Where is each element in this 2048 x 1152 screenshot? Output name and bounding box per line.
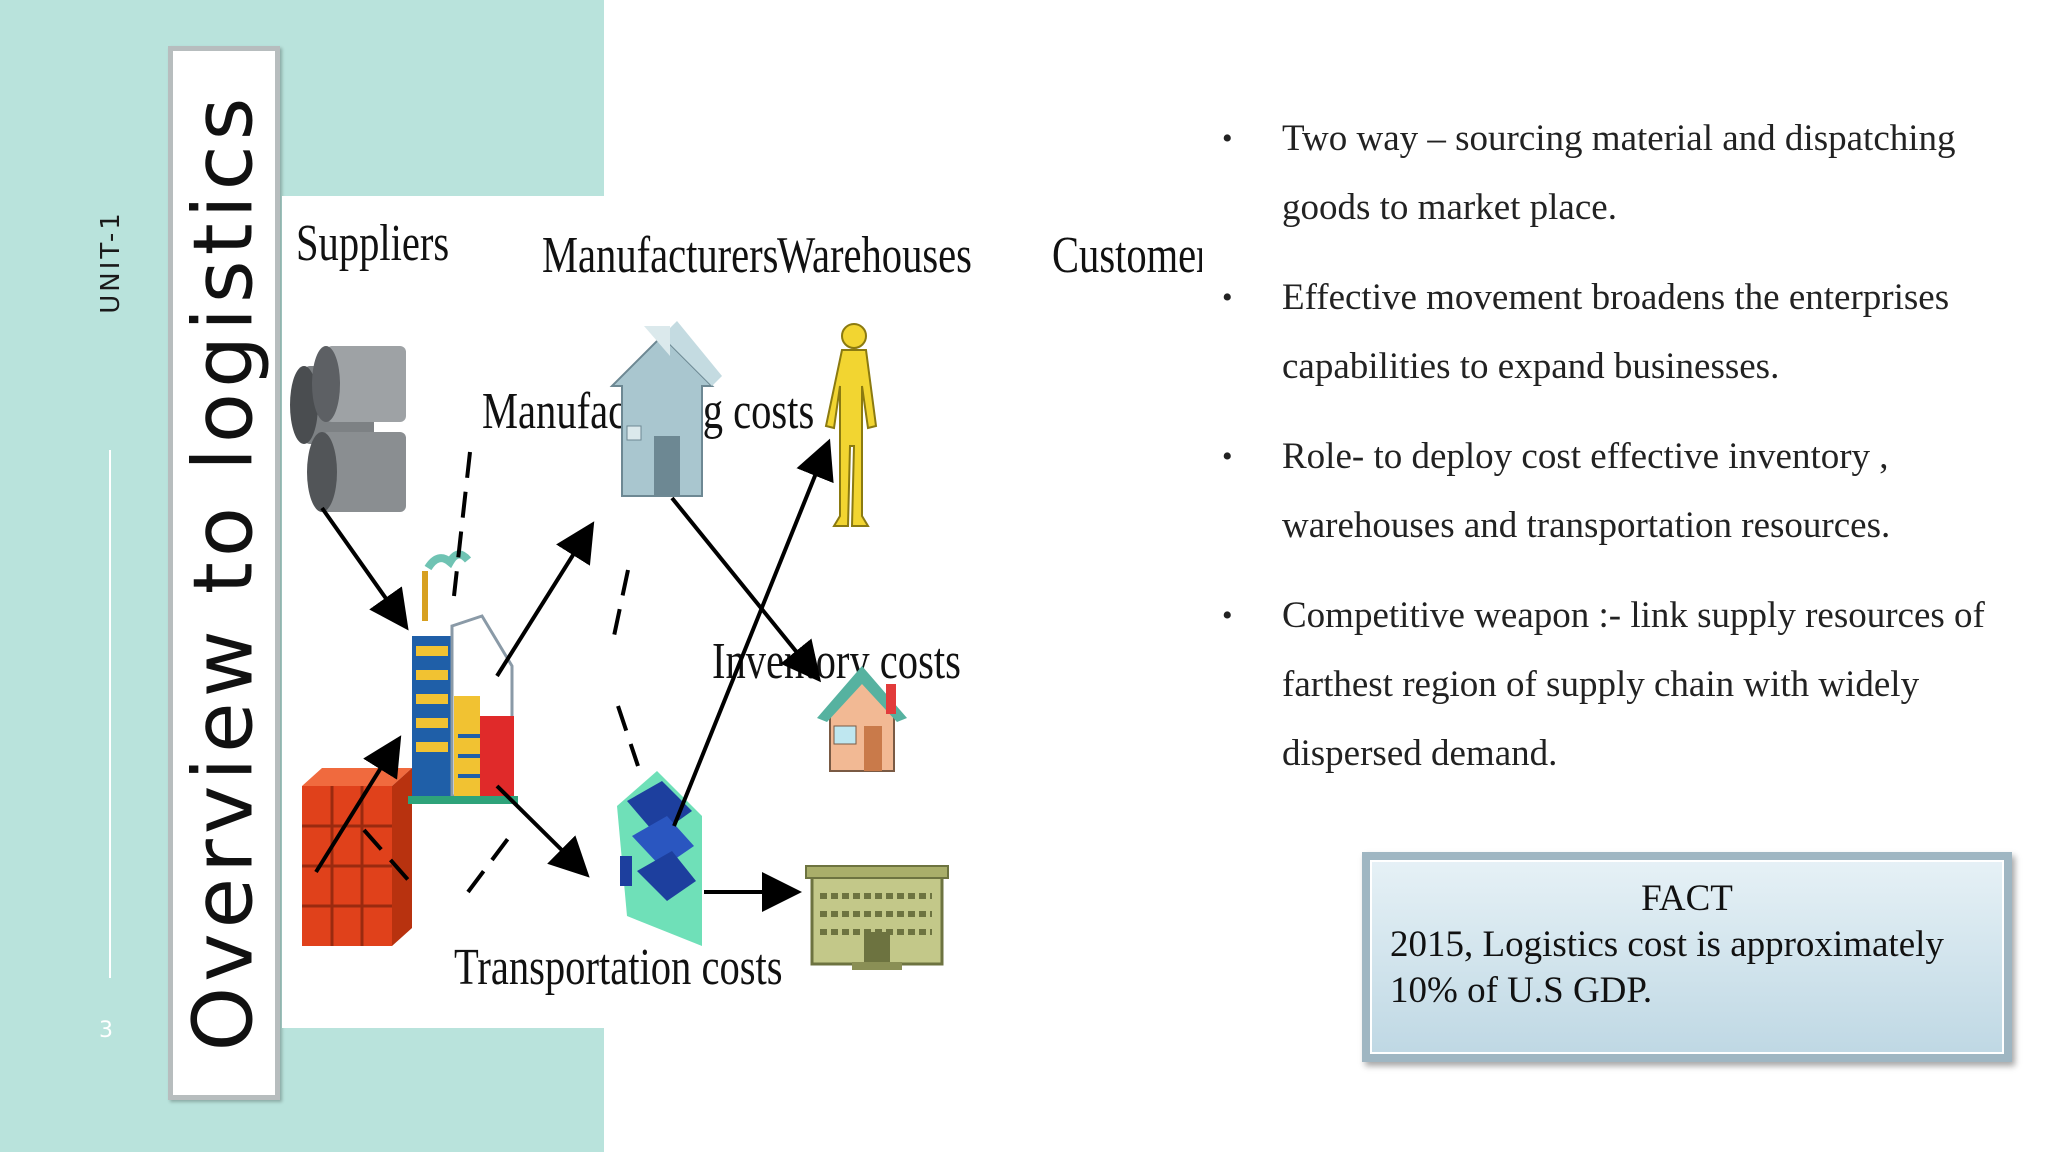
pipes-icon (290, 346, 406, 512)
bricks-icon (302, 768, 412, 946)
bullet-text: Competitive weapon :- link supply resour… (1282, 595, 1985, 774)
sidebar-divider (109, 450, 111, 978)
bullet-item: • Two way – sourcing material and dispatc… (1222, 104, 2022, 242)
flow-arrows (314, 438, 834, 912)
customer-house-icon (817, 666, 907, 772)
logistics-diagram: Suppliers Manufacturers Warehouses Custo… (282, 196, 1202, 1028)
bullet-item: • Competitive weapon :- link supply resou… (1222, 581, 2022, 788)
bullet-dot: • (1222, 440, 1233, 473)
fact-title: FACT (1641, 878, 1733, 919)
bullet-item: • Role- to deploy cost effective inventor… (1222, 422, 2022, 560)
bullet-text: Effective movement broadens the enterpri… (1282, 277, 1950, 387)
cost-dashed-lines (362, 451, 640, 894)
bullet-dot: • (1222, 599, 1233, 632)
page-number: 3 (99, 1018, 113, 1043)
header-customers: Customers (1052, 226, 1202, 284)
factory-icon (408, 550, 518, 804)
slide-title: Overview to logistics (176, 92, 272, 1052)
person-icon (824, 323, 878, 527)
bullet-dot: • (1222, 122, 1233, 155)
bullet-list: • Two way – sourcing material and dispatc… (1222, 104, 2022, 809)
unit-label: UNIT-1 (96, 210, 126, 314)
title-frame (168, 46, 280, 1100)
header-manufacturers: Manufacturers (542, 226, 778, 284)
office-building-icon (805, 865, 949, 970)
bullet-text: Two way – sourcing material and dispatch… (1282, 118, 1956, 228)
warehouse-house-icon (609, 321, 722, 497)
label-transportation-costs: Transportation costs (454, 938, 783, 996)
header-warehouses: Warehouses (777, 226, 972, 284)
fact-line-1: 2015, Logistics cost is approximately (1390, 924, 1944, 965)
label-inventory-costs: Inventory costs (712, 632, 961, 690)
distribution-center-icon (617, 771, 702, 946)
bullet-item: • Effective movement broadens the enterpr… (1222, 263, 2022, 401)
fact-line-2: 10% of U.S GDP. (1390, 970, 1653, 1011)
fact-box: FACT 2015, Logistics cost is approximate… (1362, 852, 2012, 1062)
bullet-text: Role- to deploy cost effective inventory… (1282, 436, 1891, 546)
bullet-dot: • (1222, 281, 1233, 314)
header-suppliers: Suppliers (296, 214, 449, 272)
